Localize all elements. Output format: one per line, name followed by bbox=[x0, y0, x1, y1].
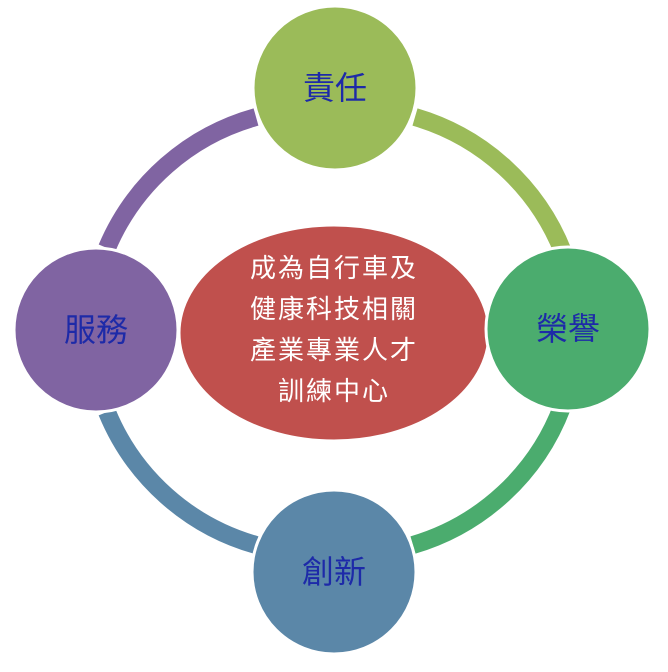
center-text-line-2: 健康科技相關 bbox=[250, 295, 418, 325]
center-text-line-1: 成為自行車及 bbox=[250, 254, 418, 284]
center-text-line-3: 產業專業人才 bbox=[250, 336, 418, 366]
arc-left-top bbox=[98, 108, 259, 252]
node-left-label: 服務 bbox=[64, 311, 128, 349]
node-right-label: 榮譽 bbox=[536, 310, 600, 348]
node-top: 責任 bbox=[251, 4, 419, 172]
node-left-circle bbox=[12, 246, 180, 414]
arc-bottom-left bbox=[98, 408, 259, 554]
node-bottom-label: 創新 bbox=[302, 553, 366, 591]
node-bottom-circle bbox=[250, 488, 418, 656]
arc-right-bottom bbox=[410, 403, 571, 554]
node-top-label: 責任 bbox=[303, 69, 367, 107]
node-right: 榮譽 bbox=[484, 245, 652, 413]
node-right-circle bbox=[484, 245, 652, 413]
node-left: 服務 bbox=[12, 246, 180, 414]
node-bottom: 創新 bbox=[250, 488, 418, 656]
center-text-line-4: 訓練中心 bbox=[278, 377, 390, 407]
center-node: 成為自行車及 健康科技相關 產業專業人才 訓練中心 bbox=[177, 223, 491, 443]
node-top-circle bbox=[251, 4, 419, 172]
arc-top-right bbox=[412, 108, 572, 256]
